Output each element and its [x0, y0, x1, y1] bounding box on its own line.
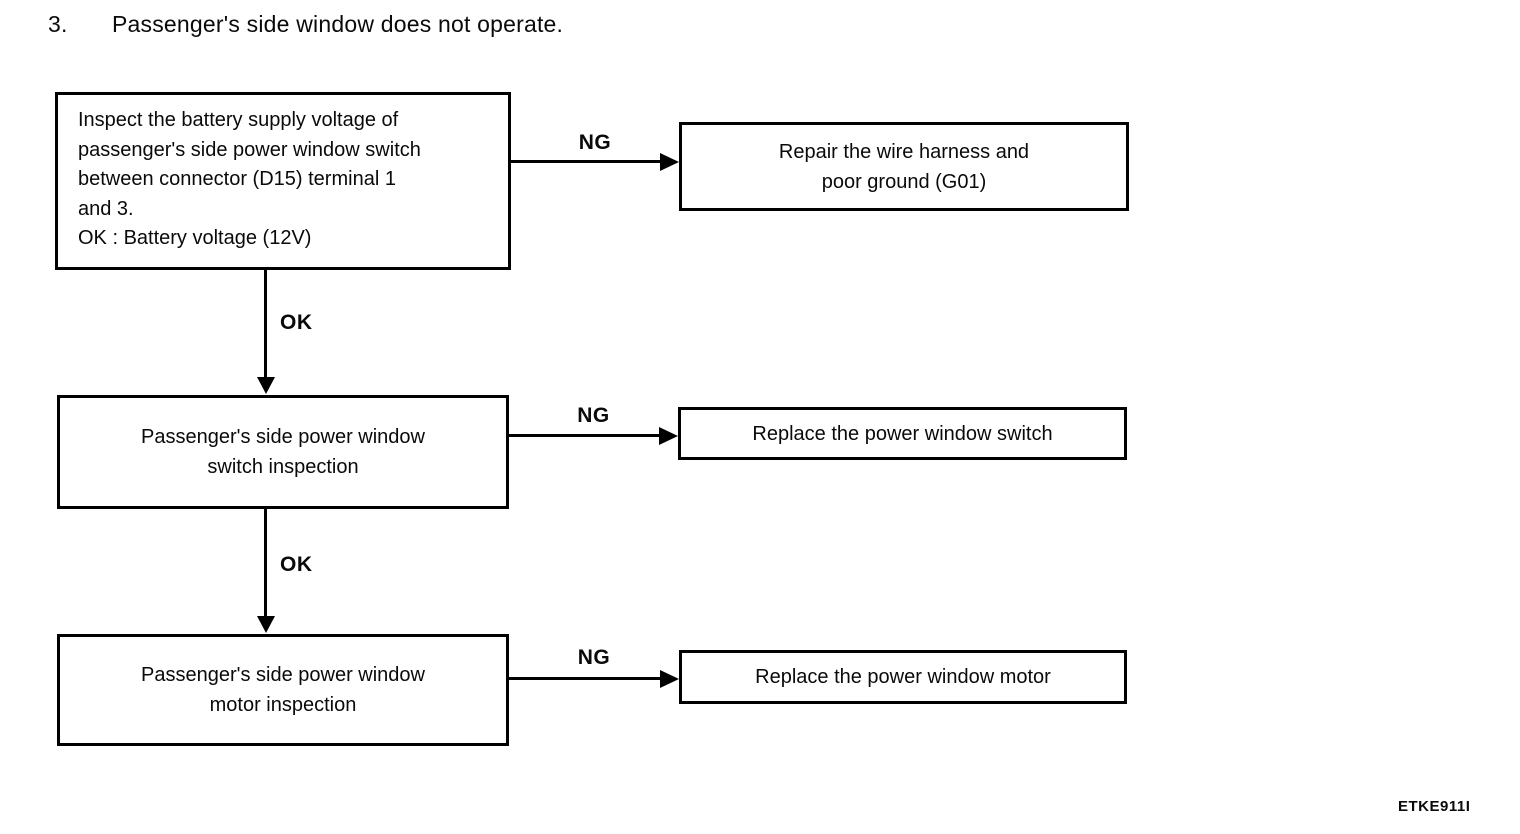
- ok-label-1: OK: [280, 311, 313, 334]
- ng-label-3: NG: [577, 646, 611, 669]
- action-box-replace-motor: Replace the power window motor: [679, 650, 1127, 704]
- ng-arrowhead-2: [659, 427, 678, 445]
- action-box-replace-switch: Replace the power window switch: [678, 407, 1127, 460]
- action-box-text: Repair the wire harness and poor ground …: [778, 140, 1030, 193]
- ng-arrowhead-3: [660, 670, 679, 688]
- test-box-switch-inspection: Passenger's side power window switch ins…: [57, 395, 509, 509]
- test-box-text: Passenger's side power window motor insp…: [141, 664, 425, 716]
- ok-arrowhead-2: [257, 616, 275, 633]
- ng-arrow-line-2: [509, 434, 661, 437]
- ok-arrowhead-1: [257, 377, 275, 394]
- test-box-text: Inspect the battery supply voltage of pa…: [78, 109, 421, 249]
- ok-arrow-line-2: [264, 509, 267, 617]
- action-box-text: Replace the power window motor: [755, 666, 1051, 688]
- action-box-text: Replace the power window switch: [752, 422, 1053, 445]
- section-number: 3.: [48, 11, 68, 37]
- ng-arrowhead-1: [660, 153, 679, 171]
- ok-arrow-line-1: [264, 270, 267, 378]
- page-title: Passenger's side window does not operate…: [112, 11, 564, 37]
- ng-arrow-line-3: [509, 677, 661, 680]
- test-box-text: Passenger's side power window switch ins…: [141, 426, 425, 478]
- test-box-motor-inspection: Passenger's side power window motor insp…: [57, 634, 509, 746]
- ng-label-1: NG: [578, 131, 612, 154]
- test-box-battery-voltage: Inspect the battery supply voltage of pa…: [55, 92, 511, 270]
- ok-label-2: OK: [280, 553, 313, 576]
- figure-code: ETKE911I: [1398, 798, 1471, 815]
- ng-arrow-line-1: [511, 160, 661, 163]
- section-heading: 3. Passenger's side window does not opera…: [48, 11, 563, 38]
- action-box-repair-harness: Repair the wire harness and poor ground …: [679, 122, 1129, 211]
- ng-label-2: NG: [577, 404, 610, 427]
